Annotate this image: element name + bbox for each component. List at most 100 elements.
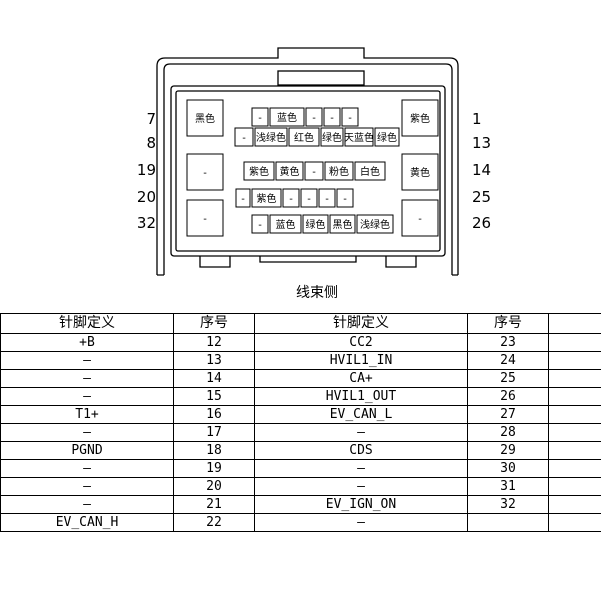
table-cell: 12: [173, 333, 255, 352]
cavity-row1-0-box: [251, 107, 269, 127]
table-cell: 21: [173, 495, 255, 514]
cavity-row4-2-label: -: [289, 194, 293, 205]
table-cell: 15: [173, 387, 255, 406]
table-row: –19–30: [0, 459, 601, 478]
cavity-row2-0-box: [234, 127, 254, 147]
table-cell: [548, 459, 601, 478]
cavity-large-4-label: 黄色: [410, 166, 430, 179]
table-row: –17–28: [0, 423, 601, 442]
header-pin-definition-1: 针脚定义: [0, 313, 174, 334]
table-cell: [548, 351, 601, 370]
cavity-large-3-label: 紫色: [410, 112, 430, 125]
table-cell: [548, 369, 601, 388]
table-cell: [548, 333, 601, 352]
table-cell: 18: [173, 441, 255, 460]
table-cell: [548, 405, 601, 424]
cavity-row2-5-label: 绿色: [377, 131, 397, 144]
table-cell: [548, 477, 601, 496]
table-cell: [548, 387, 601, 406]
harness-side-label: 线束侧: [296, 285, 338, 301]
cavity-large-4-box: [401, 153, 439, 191]
header-pin-definition-2: 针脚定义: [254, 313, 468, 334]
cavity-large-5-box: [401, 199, 439, 237]
cavity-row4-1-label: 紫色: [257, 192, 277, 205]
cavity-row3-0-label: 紫色: [249, 165, 269, 178]
table-cell: 23: [467, 333, 549, 352]
connector-latch: [277, 70, 365, 86]
cavity-row5-1-box: [269, 214, 302, 234]
cavity-row4-0-box: [235, 188, 251, 208]
table-cell: [548, 423, 601, 442]
table-cell: –: [0, 387, 174, 406]
cavity-row4-2-box: [282, 188, 300, 208]
cavity-row2-4-box: [344, 127, 374, 147]
cavity-row1-4-label: -: [348, 113, 352, 124]
table-cell: PGND: [0, 441, 174, 460]
cavity-row3-0-box: [243, 161, 275, 181]
cavity-row3-2-label: -: [312, 167, 316, 178]
pin-number-left: 8: [146, 134, 156, 152]
cavity-row1-1-label: 蓝色: [277, 111, 297, 124]
cavity-row4-3-box: [300, 188, 318, 208]
table-header-row: 针脚定义 序号 针脚定义 序号: [0, 313, 601, 334]
table-cell: –: [0, 351, 174, 370]
pin-number-right: 25: [472, 188, 491, 206]
table-cell: 14: [173, 369, 255, 388]
table-cell: 13: [173, 351, 255, 370]
pin-number-left: 20: [137, 188, 156, 206]
table-cell: 20: [173, 477, 255, 496]
table-cell: +B: [0, 333, 174, 352]
pin-number-right: 13: [472, 134, 491, 152]
table-cell: CA+: [254, 369, 468, 388]
header-extra: [548, 313, 601, 334]
table-cell: CDS: [254, 441, 468, 460]
cavity-row2-2-box: [288, 127, 320, 147]
cavity-row3-1-label: 黄色: [280, 165, 300, 178]
table-cell: 30: [467, 459, 549, 478]
cavity-row3-2-box: [304, 161, 324, 181]
table-cell: EV_IGN_ON: [254, 495, 468, 514]
table-cell: [548, 513, 601, 532]
cavity-row1-1-box: [269, 107, 305, 127]
cavity-row5-0-box: [251, 214, 269, 234]
table-row: –20–31: [0, 477, 601, 496]
cavity-row3-1-box: [275, 161, 304, 181]
cavity-row5-2-box: [302, 214, 329, 234]
cavity-row5-3-label: 黑色: [333, 218, 353, 231]
table-cell: 32: [467, 495, 549, 514]
cavity-row2-5-box: [374, 127, 400, 147]
table-cell: 31: [467, 477, 549, 496]
table-cell: –: [254, 459, 468, 478]
connector-inner-shell: [163, 63, 453, 275]
table-cell: 28: [467, 423, 549, 442]
pin-number-right: 1: [472, 110, 482, 128]
cavity-row4-1-box: [251, 188, 282, 208]
cavity-row1-3-label: -: [330, 113, 334, 124]
cavity-row2-4-label: 天蓝色: [344, 131, 374, 144]
table-cell: 19: [173, 459, 255, 478]
table-cell: 25: [467, 369, 549, 388]
cavity-row4-5-box: [336, 188, 354, 208]
cavity-large-2-label: -: [203, 214, 207, 225]
header-number-1: 序号: [173, 313, 255, 334]
cavity-row1-3-box: [323, 107, 341, 127]
table-cell: –: [0, 495, 174, 514]
cavity-row5-1-label: 蓝色: [276, 218, 296, 231]
table-cell: [467, 513, 549, 532]
connector-outer-shell: [156, 47, 459, 275]
cavity-row3-4-box: [354, 161, 386, 181]
table-cell: 16: [173, 405, 255, 424]
cavity-large-0-label: 黑色: [195, 112, 215, 125]
cavity-row3-3-label: 粉色: [329, 165, 349, 178]
cavity-large-2-box: [186, 199, 224, 237]
pin-number-right: 26: [472, 214, 491, 232]
cavity-row4-0-label: -: [241, 194, 245, 205]
cavity-row5-3-box: [329, 214, 356, 234]
table-cell: –: [0, 477, 174, 496]
cavity-row2-3-label: 绿色: [322, 131, 342, 144]
cavity-row1-4-box: [341, 107, 359, 127]
table-cell: T1+: [0, 405, 174, 424]
